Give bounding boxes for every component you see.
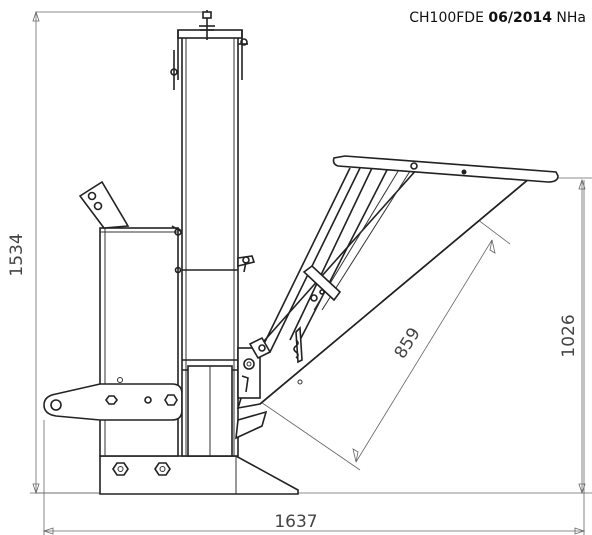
drawing-header: CH100FDE 06/2014 NHa [409, 10, 586, 26]
base-bolt-left [112, 462, 129, 476]
base-bolt-right [154, 462, 171, 476]
tow-arm [43, 377, 183, 421]
dimension-overall-height: 1534 [7, 10, 205, 495]
dimension-overall-length: 1637 [42, 180, 586, 535]
discharge-chute [235, 155, 559, 440]
column-knobs [170, 38, 256, 274]
chute-length-label: 859 [391, 324, 425, 362]
top-handle [199, 10, 215, 40]
overall-length-label: 1637 [274, 512, 317, 532]
revision-date: 06/2014 [488, 10, 552, 26]
bracket-hole-1 [87, 191, 97, 201]
author-initials: NHa [556, 10, 586, 26]
bracket-hole-2 [93, 201, 103, 211]
chute-height-label: 1026 [559, 314, 579, 357]
lifting-bracket [78, 180, 130, 229]
overall-height-label: 1534 [7, 233, 27, 276]
engine-housing [99, 227, 179, 457]
model-code: CH100FDE [409, 10, 484, 26]
feed-column [177, 29, 243, 457]
dimension-chute-height: 1026 [30, 177, 592, 495]
tow-eye [50, 399, 62, 411]
base-frame [99, 455, 299, 495]
